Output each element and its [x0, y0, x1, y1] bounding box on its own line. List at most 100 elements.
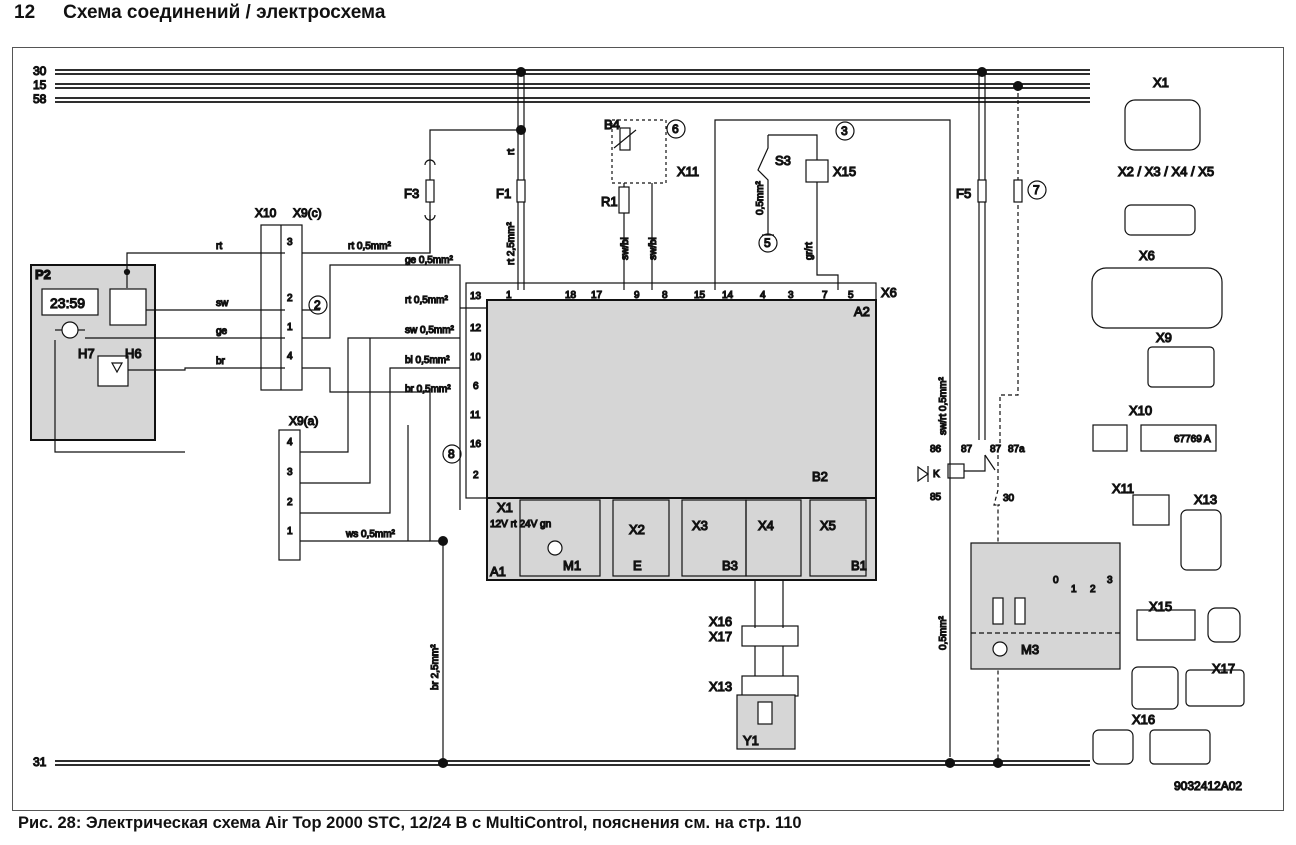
x6-pin-3: 3	[788, 290, 794, 301]
b1-label: B1	[851, 558, 867, 573]
a2-pin-16: 16	[470, 439, 482, 450]
plug-x10-code: 67769 A	[1174, 434, 1211, 445]
wire-rt05: rt 0,5mm²	[405, 295, 448, 306]
p2-unit	[30, 264, 156, 441]
bus-58-label: 58	[33, 92, 47, 106]
x10-pin-4: 4	[287, 351, 293, 362]
x10-pin-2: 2	[287, 293, 293, 304]
relay-pin-85: 85	[930, 492, 942, 503]
circled-6	[666, 119, 686, 139]
circled-7	[1027, 180, 1047, 200]
x6-connector	[465, 282, 877, 499]
m3-block	[970, 542, 1121, 670]
a2-pin-10: 10	[470, 352, 482, 363]
x9a-pin-3: 3	[287, 467, 293, 478]
x6-pin-9: 9	[634, 290, 640, 301]
x9a-pin-2: 2	[287, 497, 293, 508]
x9a-label: X9(a)	[289, 414, 318, 428]
page-header: 12 Схема соединений / электросхема	[14, 2, 385, 32]
p2-label: P2	[35, 267, 51, 282]
bus-31-label: 31	[33, 755, 47, 769]
circled-2-label: 2	[314, 298, 321, 312]
wire-br05: br 0,5mm²	[405, 384, 451, 395]
h6-label: H6	[125, 346, 142, 361]
wire-sw: sw	[216, 298, 229, 309]
x6-label: X6	[881, 285, 897, 300]
b4-sensor	[611, 119, 667, 214]
m3-label: M3	[1021, 642, 1039, 657]
x10-pin-1: 1	[287, 322, 293, 333]
h7-label: H7	[78, 346, 95, 361]
x1-voltage: 12V rt 24V gn	[490, 519, 551, 530]
relay-pin-30: 30	[1003, 493, 1015, 504]
x6-pin-8: 8	[662, 290, 668, 301]
wire-rt05-top: rt 0,5mm²	[348, 241, 391, 252]
a2-pin-11: 11	[470, 410, 481, 421]
x11-label: X11	[677, 164, 699, 179]
x9a-pin-1: 1	[287, 526, 293, 537]
relay-pin-87a: 87a	[1008, 444, 1025, 455]
f3-label: F3	[404, 186, 419, 201]
x13-label: X13	[709, 679, 732, 694]
circled-2	[308, 295, 328, 315]
m1-label: M1	[563, 558, 581, 573]
p2-display: 23:59	[50, 295, 85, 311]
wire-grrt: gr/rt	[804, 242, 815, 260]
plug-x10-label: X10	[1129, 403, 1152, 418]
plug-x16-label: X16	[1132, 712, 1155, 727]
s3-label: S3	[775, 153, 791, 168]
x3-label: X3	[692, 518, 708, 533]
wire-ge05: ge 0,5mm²	[405, 255, 453, 266]
switch-pos-0: 0	[1053, 575, 1059, 586]
wire-ws05: ws 0,5mm²	[345, 529, 396, 540]
x10-connector	[260, 224, 303, 391]
plug-x17-label: X17	[1212, 661, 1235, 676]
circled-5	[758, 233, 778, 253]
x9c-label: X9(c)	[293, 206, 322, 220]
x10-label: X10	[255, 206, 277, 220]
plug-x13-label: X13	[1194, 492, 1217, 507]
e-label: E	[633, 558, 642, 573]
f5-label: F5	[956, 186, 971, 201]
bus-15-label: 15	[33, 78, 47, 92]
x6-pin-14: 14	[722, 290, 734, 301]
circled-7-label: 7	[1033, 183, 1040, 197]
relay-pin-87: 87	[961, 444, 973, 455]
circled-8-label: 8	[448, 447, 455, 461]
circled-3	[835, 121, 855, 141]
x9c-wires	[302, 200, 487, 763]
plug-x15-label: X15	[1149, 599, 1172, 614]
wire-ge: ge	[216, 326, 228, 337]
x17-label: X17	[709, 629, 732, 644]
x1-label: X1	[497, 500, 513, 515]
plug-x1-label: X1	[1153, 75, 1169, 90]
x5-label: X5	[820, 518, 836, 533]
a2-pin-6: 6	[473, 381, 479, 392]
page-title: Схема соединений / электросхема	[63, 2, 386, 23]
x6-pin-15: 15	[694, 290, 706, 301]
switch-pos-3: 3	[1107, 575, 1113, 586]
r1-label: R1	[601, 194, 618, 209]
x9a-pin-4: 4	[287, 437, 293, 448]
plug-x9-label: X9	[1156, 330, 1172, 345]
x6-pin-13: 13	[470, 291, 482, 302]
plug-illustrations	[1091, 99, 1245, 765]
a2-pin-12: 12	[470, 323, 482, 334]
circled-5-label: 5	[764, 236, 771, 250]
b2-label: B2	[812, 469, 828, 484]
f3-fuse	[424, 129, 521, 253]
figure-caption: Рис. 28: Электрическая схема Air Top 200…	[18, 814, 802, 832]
wire-swbl-b: sw/bl	[648, 237, 659, 260]
x9a-connector	[278, 337, 460, 561]
wire-rt: rt	[216, 241, 222, 252]
circled-8	[442, 444, 462, 464]
a1-unit	[486, 497, 877, 581]
x16-label: X16	[709, 614, 732, 629]
wire-swbl-a: sw/bl	[620, 237, 631, 260]
wire-swrt05: sw/rt 0,5mm²	[938, 377, 949, 435]
wire-sw05: sw 0,5mm²	[405, 325, 455, 336]
x2-label: X2	[629, 522, 645, 537]
a1-label: A1	[490, 564, 506, 579]
b4-label: B4	[604, 117, 620, 132]
